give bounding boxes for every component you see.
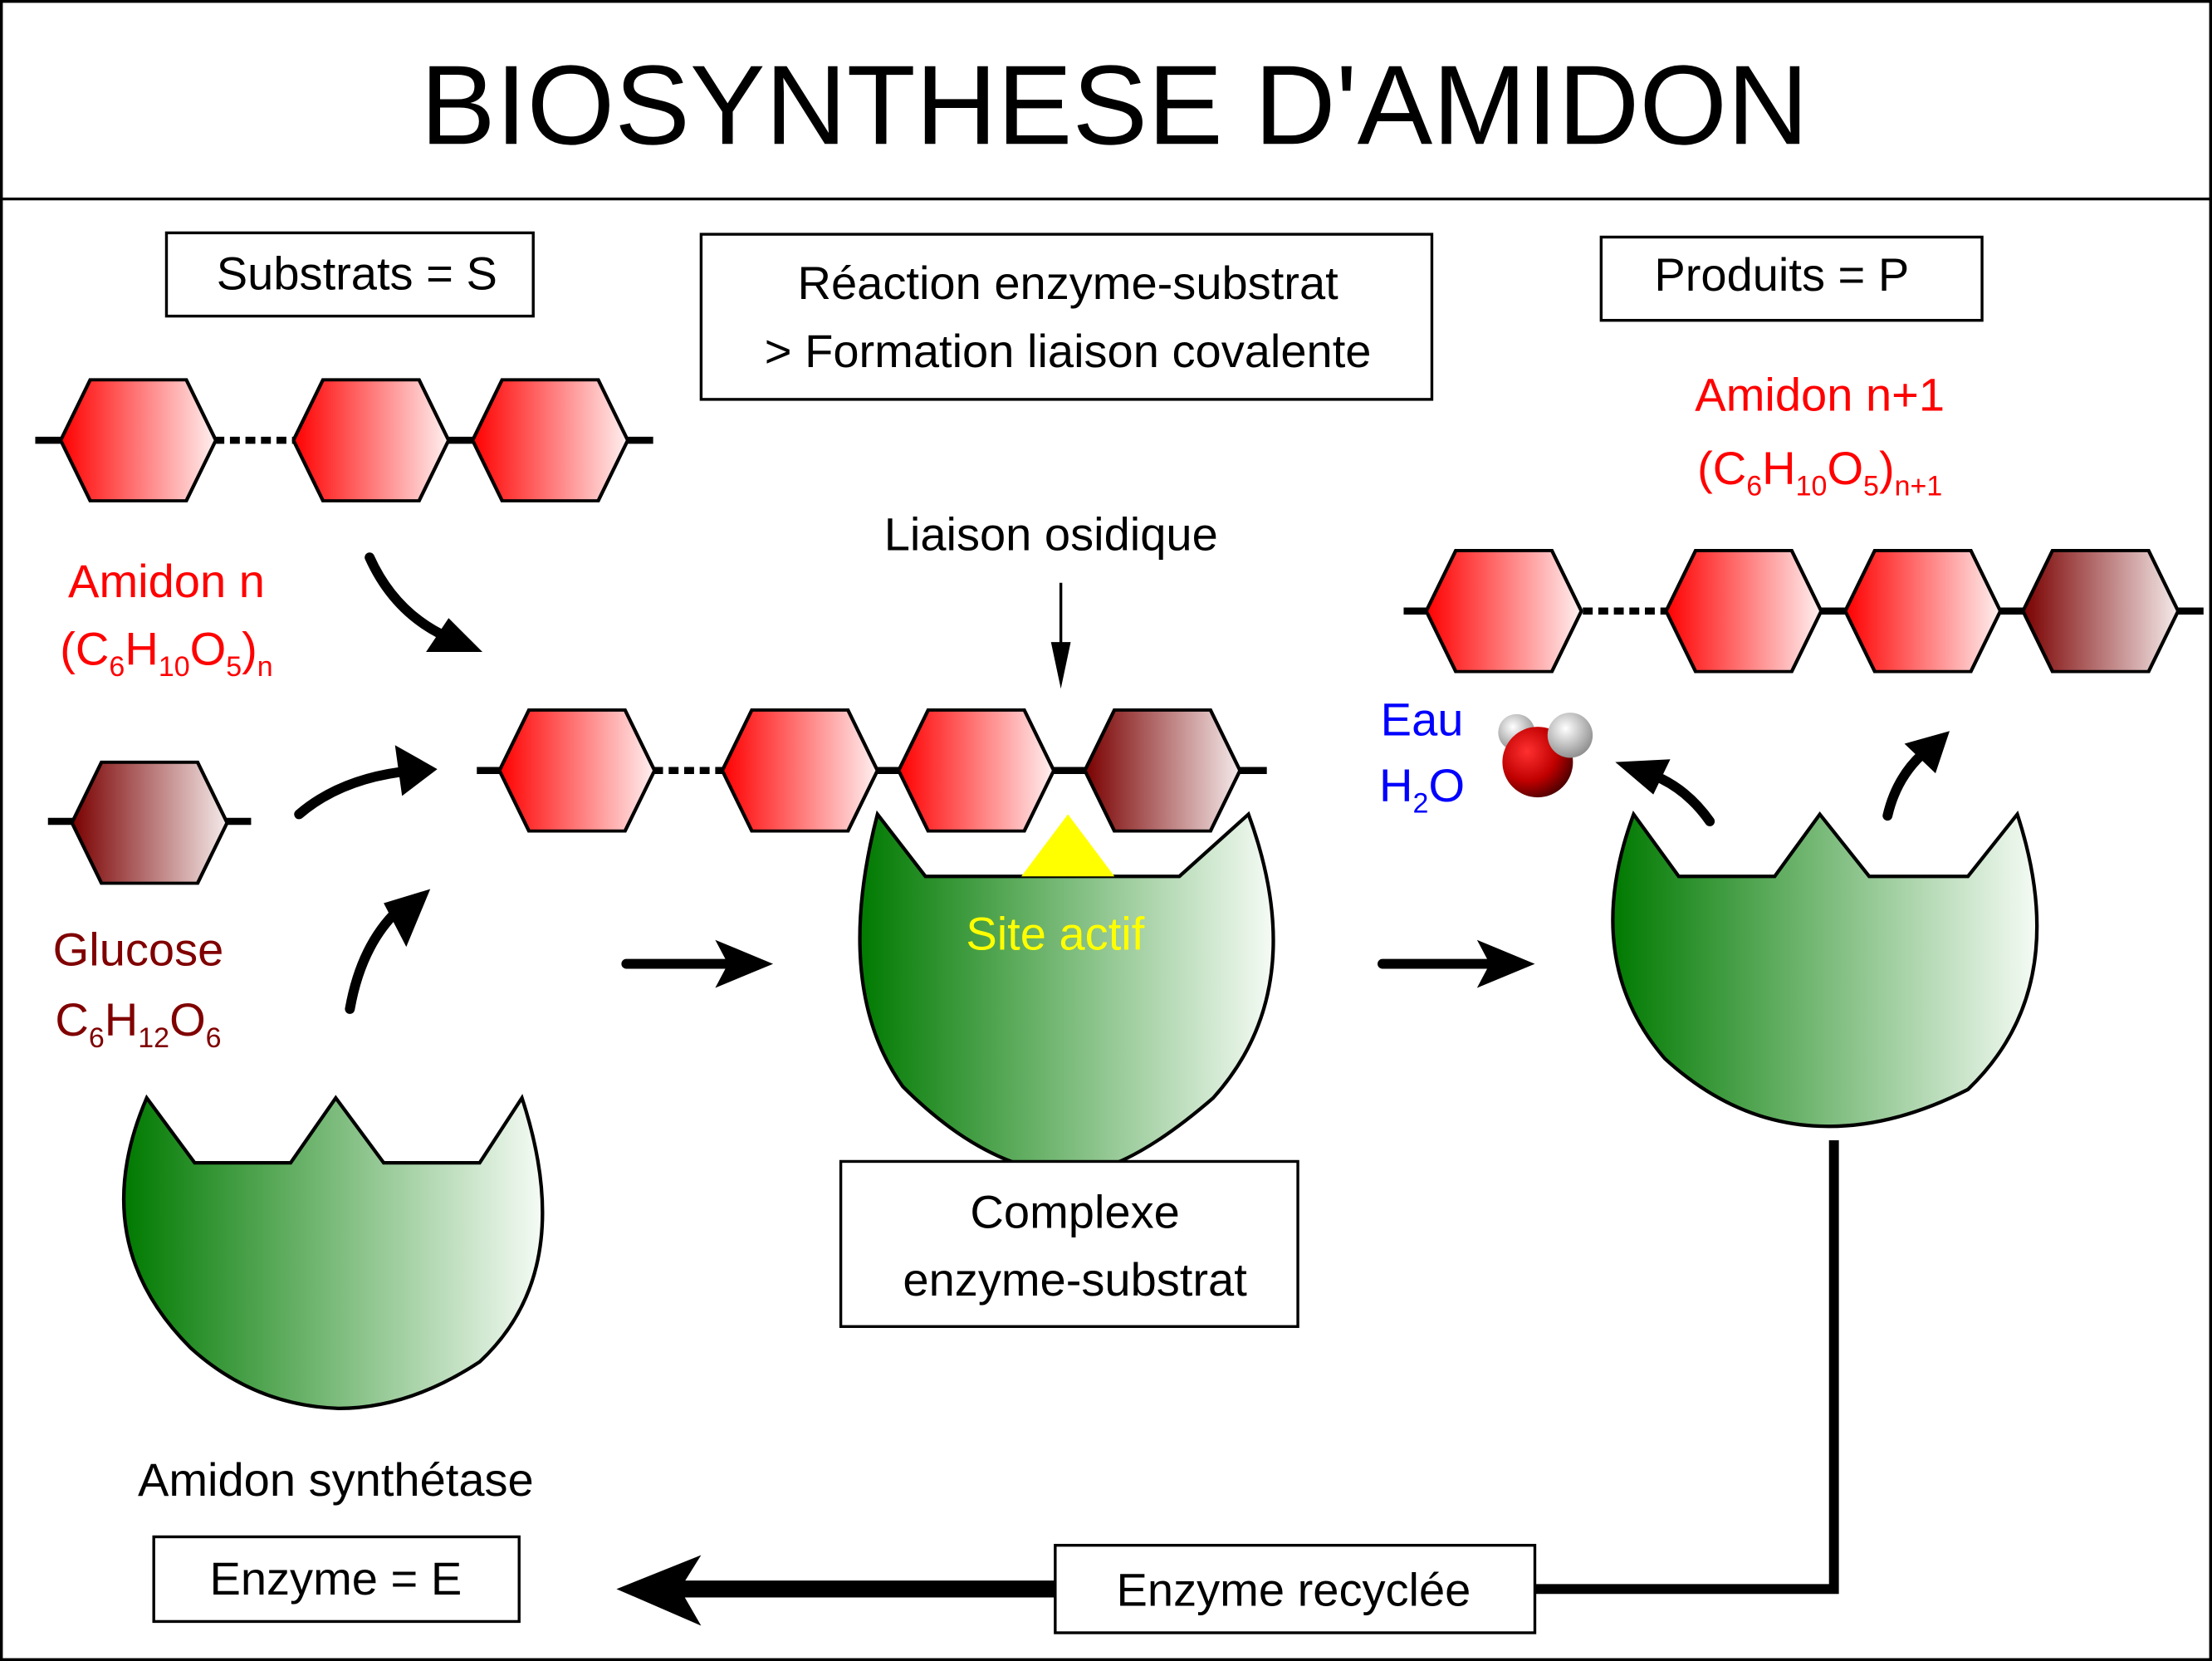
recyclee-label: Enzyme recyclée	[1117, 1564, 1471, 1616]
produits-box: Produits = P	[1599, 235, 1984, 322]
eau-label: Eau	[1381, 693, 1464, 745]
enzyme-released	[1611, 810, 2039, 1129]
produits-label: Produits = P	[1654, 248, 1909, 301]
glucose-unit	[293, 380, 448, 501]
arrow-enzyme-in	[345, 889, 431, 1014]
recycle-arrow	[616, 1555, 1055, 1626]
active-site-triangle	[1021, 814, 1115, 877]
amidon-n-chain	[35, 380, 653, 501]
arrow-to-complex	[621, 939, 774, 988]
reaction-line2: > Formation liaison covalente	[765, 325, 1372, 377]
arrow-water-out	[1615, 759, 1715, 826]
reaction-line1: Réaction enzyme-substrat	[798, 257, 1339, 309]
enzyme-label: Enzyme = E	[209, 1552, 462, 1605]
amidon-n1-label: Amidon n+1	[1695, 368, 1945, 420]
recyclee-box: Enzyme recyclée	[1054, 1543, 1537, 1634]
substrats-label: Substrats = S	[217, 247, 497, 299]
synthetase-label: Amidon synthétase	[138, 1453, 534, 1506]
water-molecule-icon	[1498, 713, 1593, 798]
amidon-n-label: Amidon n	[68, 555, 265, 607]
arrow-amidon-in	[365, 552, 483, 653]
glucose-unit	[61, 380, 216, 501]
complex-chain	[477, 710, 1267, 831]
amidon-n1-formula: (C6H10O5)n+1	[1697, 442, 1942, 502]
substrats-box: Substrats = S	[164, 231, 535, 318]
complexe-line1: Complexe	[970, 1185, 1179, 1237]
glucose-label: Glucose	[53, 923, 224, 975]
complexe-line2: enzyme-substrat	[903, 1253, 1247, 1306]
arrow-glucose-in	[294, 745, 438, 820]
liaison-arrow	[1050, 582, 1071, 689]
complexe-box: Complexe enzyme-substrat	[839, 1159, 1299, 1328]
amidon-n-formula: (C6H10O5)n	[60, 622, 272, 683]
enzyme-box: Enzyme = E	[152, 1535, 521, 1624]
arrow-product-out	[1882, 731, 1950, 821]
page-title: BIOSYNTHESE D'AMIDON	[420, 42, 1808, 168]
glucose-molecule	[47, 762, 252, 884]
liaison-osidique-label: Liaison osidique	[884, 508, 1218, 561]
site-actif-label: Site actif	[966, 908, 1144, 960]
glucose-unit	[472, 380, 628, 501]
glucose-formula: C6H12O6	[55, 993, 221, 1054]
h2o-formula: H2O	[1379, 759, 1465, 820]
enzyme-free	[121, 1094, 545, 1410]
amidon-n1-chain	[1403, 551, 2204, 672]
arrow-to-products	[1378, 939, 1535, 988]
reaction-box: Réaction enzyme-substrat > Formation lia…	[699, 233, 1434, 401]
enzyme-complex: Site actif	[858, 810, 1275, 1176]
recycle-line	[1530, 1139, 1839, 1595]
